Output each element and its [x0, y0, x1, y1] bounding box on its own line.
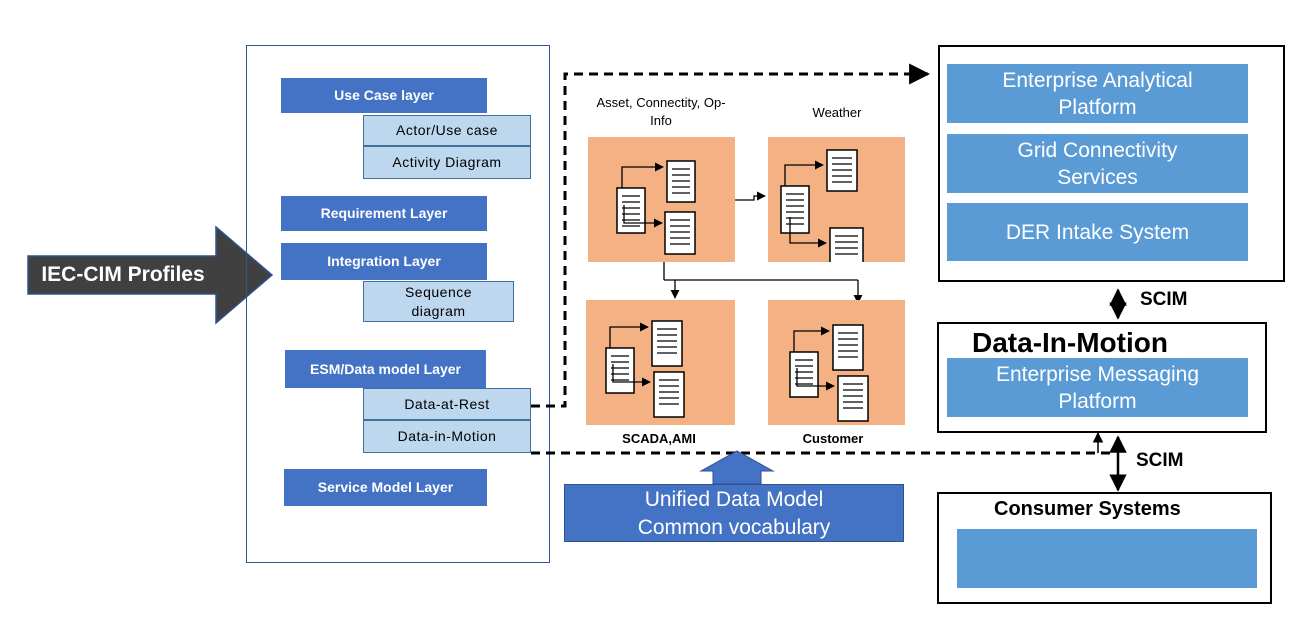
layers-panel [246, 45, 550, 563]
consumer-systems-title: Consumer Systems [994, 498, 1181, 520]
integration-layer: Integration Layer [281, 243, 487, 280]
weather-domain-label: Weather [812, 105, 862, 120]
profiles-arrow-shape [27, 225, 274, 325]
customer-domain-label: Customer [802, 431, 864, 446]
requirement-layer: Requirement Layer [281, 196, 487, 231]
actor-use-case-box: Actor/Use case [363, 115, 531, 146]
enterprise-messaging-platform: Enterprise Messaging Platform [947, 358, 1248, 417]
document-icon [780, 149, 864, 271]
grid-connectivity-services: Grid Connectivity Services [947, 134, 1248, 193]
data-at-rest-link [531, 63, 931, 408]
scada-domain-label: SCADA,AMI [622, 431, 696, 446]
data-in-motion-title: Data-In-Motion [972, 327, 1168, 358]
scada-domain-box [586, 300, 735, 425]
scim-bottom-label: SCIM [1136, 450, 1184, 471]
document-icon [616, 160, 696, 255]
esm-data-model-layer: ESM/Data model Layer [285, 350, 486, 388]
scim-top-label: SCIM [1140, 289, 1188, 310]
profiles-arrow-label: IEC-CIM Profiles [41, 263, 205, 286]
der-intake-system: DER Intake System [947, 203, 1248, 261]
sequence-diagram-box: Sequence diagram [363, 281, 514, 322]
unified-line-1: Unified Data Model [644, 488, 824, 511]
data-in-motion-box: Data-in-Motion [363, 420, 531, 453]
enterprise-analytical-platform: Enterprise Analytical Platform [947, 64, 1248, 123]
customer-domain-box [768, 300, 905, 425]
asset-domain-box [588, 137, 735, 262]
weather-domain-box [768, 137, 905, 271]
asset-domain-label: Asset, Connectity, Op-Info [596, 95, 726, 128]
consumer-systems-placeholder [957, 529, 1257, 588]
document-icon [789, 324, 869, 422]
use-case-layer: Use Case layer [281, 78, 487, 113]
service-model-layer: Service Model Layer [284, 469, 487, 506]
document-icon [605, 320, 685, 418]
unified-line-2: Common vocabulary [637, 516, 831, 539]
data-at-rest-box: Data-at-Rest [363, 388, 531, 420]
activity-diagram-box: Activity Diagram [363, 146, 531, 179]
unified-data-model-box: Unified Data Model Common vocabulary [564, 484, 904, 542]
